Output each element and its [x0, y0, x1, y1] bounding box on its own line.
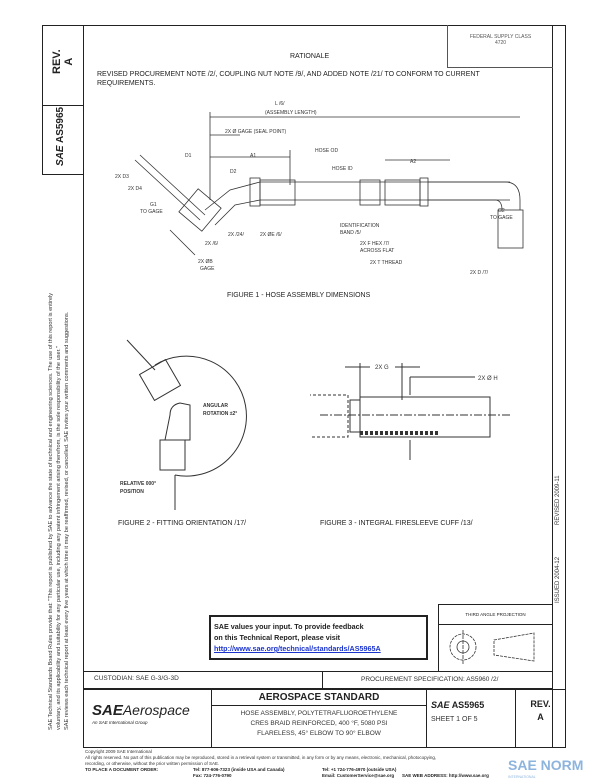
title-rev-value: A [537, 712, 544, 722]
logo-aerospace: Aerospace [122, 702, 190, 718]
issued-date: ISSUED 2004-12 [555, 556, 561, 603]
fig1-label-a2: A2 [410, 159, 416, 165]
doc-number: AS5965 [451, 700, 485, 710]
fig1-label-g2-gage: TO GAGE [490, 215, 513, 221]
fig1-label-g2: G2 [498, 208, 505, 214]
fig1-label-g1: G1 [150, 202, 157, 208]
side-note-2: voluntary, and its applicability and sui… [56, 346, 62, 730]
fig1-label-d7: 2X D /7/ [470, 270, 489, 276]
side-note-3: SAE reviews each technical report at lea… [64, 311, 70, 730]
procurement-spec: PROCUREMENT SPECIFICATION: AS5960 /2/ [322, 671, 553, 689]
rev-cell: REV. A [515, 689, 566, 748]
fig1-label-hex2: ACROSS FLAT [360, 248, 394, 254]
projection-label: THIRD ANGLE PROJECTION [439, 605, 552, 625]
figure-2-caption: FIGURE 2 - FITTING ORIENTATION /17/ [118, 520, 247, 527]
title-rev-label: REV. [530, 699, 551, 709]
order-label: TO PLACE A DOCUMENT ORDER: [85, 767, 159, 772]
sae-logo-title: SAE [431, 700, 450, 710]
rev-label: REV. [51, 49, 63, 74]
projection-box: THIRD ANGLE PROJECTION [438, 604, 553, 672]
fig3-h: 2X Ø H [478, 376, 498, 382]
rev-value: A [63, 57, 75, 66]
fig1-label-d2: D2 [230, 169, 237, 175]
tel-outside: Tel: +1 724-776-4970 (outside USA) [322, 767, 397, 772]
doc-id-box: SAE AS5965 [42, 105, 84, 175]
fig1-label-gage: 2X Ø GAGE (SEAL POINT) [225, 129, 287, 135]
figure-2-drawing: ANGULAR ROTATION ±2° RELATIVE 000° POSIT… [120, 339, 247, 510]
projection-symbol-icon [449, 630, 535, 665]
feedback-link[interactable]: http://www.sae.org/technical/standards/A… [214, 644, 381, 653]
fig1-label-g1-gage: TO GAGE [140, 209, 163, 215]
fig1-label-e: 2X ØE /6/ [260, 232, 282, 238]
fsc-box: FEDERAL SUPPLY CLASS 4720 [447, 25, 553, 68]
side-note-1: SAE Technical Standards Board Rules prov… [48, 292, 54, 730]
fig2-angular: ANGULAR [203, 403, 228, 409]
title-line-1: HOSE ASSEMBLY, POLYTETRAFLUOROETHYLENE [240, 710, 398, 717]
feedback-line-2: on this Technical Report, please visit [214, 633, 341, 642]
logo-tagline: An SAE International Group [92, 720, 148, 725]
fig1-label-hex: 2X F HEX /7/ [360, 241, 390, 247]
right-strip [552, 25, 566, 748]
title-line-2: CRES BRAID REINFORCED, 400 °F, 5080 PSI [250, 720, 388, 727]
rationale-title: RATIONALE [290, 53, 330, 60]
sheet-number: SHEET 1 OF 5 [431, 716, 478, 723]
fig1-label-a1: A1 [250, 153, 256, 159]
fig1-label-ident: IDENTIFICATION [340, 223, 380, 229]
fax: Fax: 724-776-0790 [193, 773, 232, 778]
tel-inside: Tel: 877-606-7323 (inside USA and Canada… [193, 767, 285, 772]
email: Email: CustomerService@sae.org [322, 773, 395, 778]
fig1-label-hose-od: HOSE OD [315, 148, 338, 154]
fig2-position: POSITION [120, 489, 144, 495]
fig2-relative: RELATIVE 000° [120, 481, 156, 487]
rev-box: REV. A [42, 25, 84, 106]
figure-3-drawing: 2X G 2X Ø H [310, 363, 510, 460]
fig1-label-d1: D1 [185, 153, 192, 159]
fig1-label-b-gage: GAGE [200, 266, 215, 272]
fig1-label-24: 2X /24/ [228, 232, 244, 238]
watermark-text: SAE NORM [508, 757, 584, 773]
fig1-label-d4: 2X D4 [128, 186, 142, 192]
rationale-text: REVISED PROCUREMENT NOTE /2/, COUPLING N… [97, 71, 480, 87]
fig1-label-l: L /6/ [275, 101, 285, 107]
doc-id-vertical: AS5965 [55, 106, 66, 144]
fig1-label-b: 2X ØB [198, 259, 213, 265]
footer: Copyright 2009 SAE International All rig… [85, 749, 555, 767]
revised-date: REVISED 2009-11 [555, 475, 561, 525]
title-line-3: FLARELESS, 45° ELBOW TO 90° ELBOW [257, 730, 381, 737]
fsc-number: 4720 [494, 40, 507, 46]
sae-logo-small: SAE [55, 145, 66, 166]
copyright: Copyright 2009 SAE International [85, 749, 152, 754]
aerospace-standard-heading: AEROSPACE STANDARD [212, 690, 426, 706]
rights-2: recording, or otherwise, without the pri… [85, 761, 220, 766]
rights-1: All rights reserved. No part of this pub… [85, 755, 437, 760]
logo-sae: SAE [92, 702, 123, 719]
sae-aerospace-logo: SAEAerospace An SAE International Group [83, 689, 212, 748]
fig1-label-6: 2X /6/ [205, 241, 219, 247]
feedback-line-1: SAE values your input. To provide feedba… [214, 622, 364, 631]
fig1-label-assembly: (ASSEMBLY LENGTH) [265, 110, 317, 116]
fig1-label-d3: 2X D3 [115, 174, 129, 180]
fsc-label: FEDERAL SUPPLY CLASS [469, 34, 532, 40]
fig1-label-hose-id: HOSE ID [332, 166, 353, 172]
figure-1-drawing: L /6/ (ASSEMBLY LENGTH) 2X Ø GAGE (SEAL … [115, 101, 524, 276]
figure-3-caption: FIGURE 3 - INTEGRAL FIRESLEEVE CUFF /13/ [320, 520, 473, 527]
custodian: CUSTODIAN: SAE G-3/G-3D [83, 671, 323, 689]
fig2-rotation: ROTATION ±2° [203, 411, 237, 417]
title-cell: AEROSPACE STANDARD HOSE ASSEMBLY, POLYTE… [211, 689, 427, 748]
feedback-box: SAE values your input. To provide feedba… [209, 615, 428, 660]
figure-1-caption: FIGURE 1 - HOSE ASSEMBLY DIMENSIONS [227, 292, 371, 299]
doc-number-cell: SAE AS5965 SHEET 1 OF 5 [426, 689, 516, 748]
fig3-g: 2X G [375, 365, 389, 371]
fig1-label-thread: 2X T THREAD [370, 260, 403, 266]
fig1-label-ident2: BAND /5/ [340, 230, 361, 236]
